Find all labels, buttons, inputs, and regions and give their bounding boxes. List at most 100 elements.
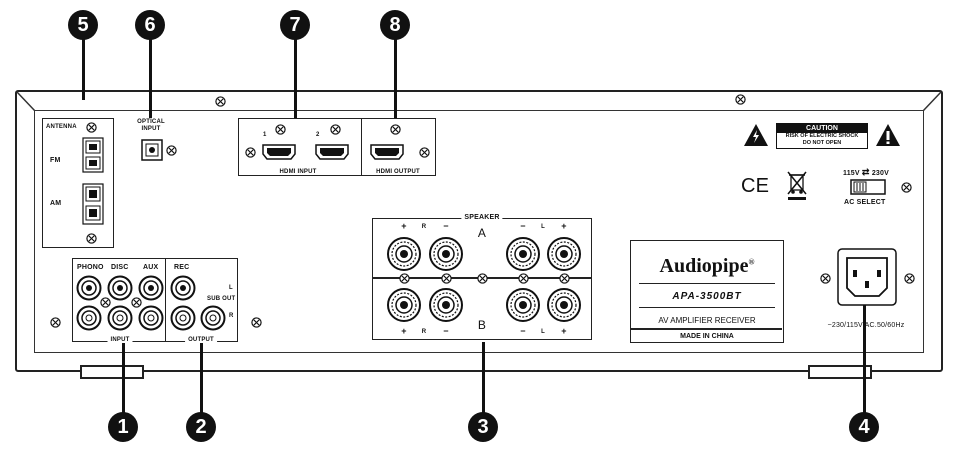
leader-3	[482, 342, 485, 422]
speaker-b-left-plus-post-icon[interactable]	[546, 287, 582, 323]
leader-8	[394, 30, 397, 120]
screw-icon	[734, 93, 746, 105]
speaker-a-left-minus-post-icon[interactable]	[505, 236, 541, 272]
shock-warning-icon	[744, 124, 768, 146]
screw-icon	[819, 272, 831, 284]
phono-r-rca-jack-icon[interactable]	[76, 305, 102, 331]
hdmi-port-1-icon[interactable]	[262, 144, 296, 160]
speaker-b-left-l: L	[541, 329, 545, 335]
disc-l-rca-jack-icon[interactable]	[107, 275, 133, 301]
am-label: AM	[50, 200, 62, 207]
output-group-label: OUTPUT	[185, 337, 217, 343]
speaker-a-label: A	[477, 226, 487, 240]
model-number: APA-3500BT	[672, 291, 742, 302]
brand-logo: Audiopipe®	[659, 255, 755, 277]
callout-2: 2	[186, 412, 216, 442]
speaker-a-right-minus: −	[443, 221, 449, 231]
made-in-label: MADE IN CHINA	[680, 333, 734, 340]
power-rating-label: ~230/115V AC.50/60Hz	[827, 322, 905, 329]
screw-icon	[85, 121, 97, 133]
fm-terminal-icon[interactable]	[82, 137, 104, 173]
hdmi-port-2-label: 2	[316, 132, 320, 138]
power-inlet-socket-icon[interactable]	[837, 248, 897, 306]
rec-r-rca-jack-icon[interactable]	[170, 305, 196, 331]
disc-r-rca-jack-icon[interactable]	[107, 305, 133, 331]
ce-mark: CE	[741, 175, 770, 197]
screw-icon	[130, 296, 142, 308]
chassis-corner-bevels	[16, 91, 942, 112]
screw-icon	[214, 95, 226, 107]
leader-1	[122, 342, 125, 422]
ac-select-label: AC SELECT	[844, 199, 886, 206]
speaker-b-left-minus-post-icon[interactable]	[505, 287, 541, 323]
speaker-b-right-r: R	[421, 329, 427, 335]
left-foot	[80, 365, 144, 379]
speaker-a-left-plus: +	[561, 221, 567, 231]
speaker-b-left-plus: +	[561, 326, 567, 336]
disc-label: DISC	[111, 264, 129, 271]
exclamation-warning-icon	[876, 124, 900, 146]
speaker-b-right-minus-post-icon[interactable]	[428, 287, 464, 323]
screw-icon	[903, 272, 915, 284]
rec-l-rca-jack-icon[interactable]	[170, 275, 196, 301]
weee-recycle-icon	[787, 171, 807, 200]
optical-label-line2: INPUT	[141, 126, 161, 132]
screw-icon	[329, 123, 341, 135]
speaker-a-right-r: R	[421, 224, 427, 230]
hdmi-port-1-label: 1	[263, 132, 267, 138]
speaker-b-right-plus-post-icon[interactable]	[386, 287, 422, 323]
speaker-title: SPEAKER	[461, 214, 503, 221]
leader-6	[149, 30, 152, 118]
screw-icon	[85, 232, 97, 244]
phono-l-rca-jack-icon[interactable]	[76, 275, 102, 301]
screw-icon	[476, 272, 488, 284]
screw-icon	[398, 272, 410, 284]
aux-r-rca-jack-icon[interactable]	[138, 305, 164, 331]
callout-8: 8	[380, 10, 410, 40]
sub-out-label: SUB OUT	[207, 296, 236, 302]
speaker-a-right-plus: +	[401, 221, 407, 231]
speaker-b-left-minus: −	[520, 326, 526, 336]
ac-select-switch[interactable]	[850, 179, 886, 195]
caution-line1: RISK OF ELECTRIC SHOCK	[785, 133, 859, 139]
screw-icon	[244, 146, 256, 158]
hdmi-output-port-icon[interactable]	[370, 144, 404, 160]
fm-label: FM	[50, 157, 61, 164]
screw-icon	[517, 272, 529, 284]
screw-icon	[389, 123, 401, 135]
screw-icon	[165, 144, 177, 156]
product-subtitle: AV AMPLIFIER RECEIVER	[658, 316, 756, 325]
speaker-a-right-minus-post-icon[interactable]	[428, 236, 464, 272]
caution-title: CAUTION	[777, 124, 867, 133]
antenna-label: ANTENNA	[46, 124, 77, 130]
screw-icon	[274, 123, 286, 135]
rec-label: REC	[174, 264, 190, 271]
speaker-a-left-plus-post-icon[interactable]	[546, 236, 582, 272]
hdmi-output-label: HDMI OUTPUT	[374, 169, 422, 175]
speaker-b-right-plus: +	[401, 326, 407, 336]
rear-panel	[34, 110, 924, 353]
caution-line2: DO NOT OPEN	[802, 140, 842, 146]
speaker-b-label: B	[477, 318, 487, 332]
leader-4	[863, 305, 866, 420]
hdmi-port-2-icon[interactable]	[315, 144, 349, 160]
speaker-a-right-plus-post-icon[interactable]	[386, 236, 422, 272]
speaker-a-left-minus: −	[520, 221, 526, 231]
sub-out-rca-jack-icon[interactable]	[200, 305, 226, 331]
caution-label: CAUTION RISK OF ELECTRIC SHOCK DO NOT OP…	[776, 123, 868, 149]
leader-2	[200, 342, 203, 422]
speaker-a-left-l: L	[541, 224, 545, 230]
screw-icon	[250, 316, 262, 328]
input-group-label: INPUT	[107, 337, 133, 343]
callout-7: 7	[280, 10, 310, 40]
callout-6: 6	[135, 10, 165, 40]
leader-5	[82, 30, 85, 100]
callout-4: 4	[849, 412, 879, 442]
phono-label: PHONO	[77, 264, 104, 271]
optical-port-icon[interactable]	[141, 139, 163, 161]
am-terminal-icon[interactable]	[82, 183, 104, 225]
screw-icon	[99, 296, 111, 308]
output-l-label: L	[229, 285, 233, 291]
brand-label-plate: Audiopipe® APA-3500BT AV AMPLIFIER RECEI…	[630, 240, 784, 343]
aux-l-rca-jack-icon[interactable]	[138, 275, 164, 301]
